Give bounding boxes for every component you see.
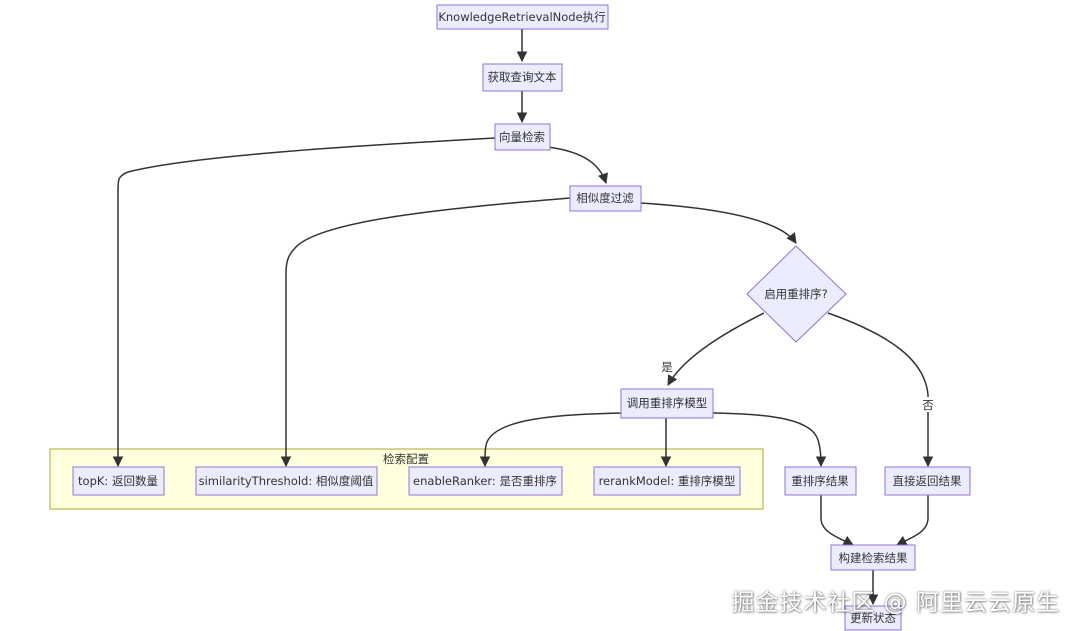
svg-text:enableRanker: 是否重排序: enableRanker: 是否重排序 — [413, 474, 557, 488]
edge-result-to-build — [820, 495, 854, 546]
edge-filter-to-decision — [639, 202, 797, 244]
svg-text:相似度过滤: 相似度过滤 — [576, 191, 634, 205]
node-enable-rerank-decision: 启用重排序? — [746, 245, 847, 343]
edge-search-to-filter — [547, 146, 608, 184]
node-knowledge-retrieval-start: KnowledgeRetrievalNode执行 — [436, 4, 609, 30]
svg-text:启用重排序?: 启用重排序? — [764, 287, 828, 301]
node-similarity-filter: 相似度过滤 — [569, 185, 642, 212]
node-direct-return: 直接返回结果 — [884, 466, 971, 496]
config-cluster-label: 检索配置 — [383, 452, 429, 466]
svg-text:更新状态: 更新状态 — [850, 611, 896, 625]
svg-text:是: 是 — [661, 360, 673, 374]
edges — [112, 29, 934, 606]
svg-text:重排序结果: 重排序结果 — [791, 474, 849, 488]
edge-rerank-to-result — [712, 412, 827, 468]
svg-text:获取查询文本: 获取查询文本 — [488, 70, 557, 84]
svg-text:调用重排序模型: 调用重排序模型 — [627, 396, 708, 410]
node-cfg-topk: topK: 返回数量 — [72, 466, 165, 496]
edge-filter-to-threshold — [280, 197, 571, 468]
edge-decision-to-rerank — [667, 312, 765, 386]
svg-text:rerankModel: 重排序模型: rerankModel: 重排序模型 — [599, 474, 736, 488]
edge-rerank-to-enableranker — [479, 412, 628, 468]
edge-direct-to-build — [896, 495, 929, 546]
node-vector-search: 向量检索 — [494, 123, 551, 151]
watermark-text: 掘金技术社区 @ 阿里云云原生 — [731, 590, 1060, 616]
svg-text:similarityThreshold: 相似度阈值: similarityThreshold: 相似度阈值 — [199, 474, 374, 488]
svg-text:KnowledgeRetrievalNode执行: KnowledgeRetrievalNode执行 — [438, 10, 605, 24]
edge-label-no: 否 — [920, 397, 936, 412]
svg-text:topK: 返回数量: topK: 返回数量 — [78, 474, 158, 488]
node-get-query: 获取查询文本 — [482, 63, 563, 92]
node-rerank-result: 重排序结果 — [784, 466, 857, 496]
node-cfg-similarity-threshold: similarityThreshold: 相似度阈值 — [195, 466, 378, 496]
edge-label-yes: 是 — [659, 359, 675, 374]
svg-text:构建检索结果: 构建检索结果 — [839, 551, 908, 565]
node-build-result: 构建检索结果 — [830, 544, 916, 571]
svg-text:直接返回结果: 直接返回结果 — [893, 474, 962, 488]
svg-text:否: 否 — [922, 398, 934, 412]
node-call-rerank-model: 调用重排序模型 — [620, 388, 714, 419]
edge-search-to-topk — [112, 137, 496, 468]
node-cfg-rerank-model: rerankModel: 重排序模型 — [593, 466, 741, 496]
svg-text:向量检索: 向量检索 — [499, 130, 545, 144]
node-cfg-enable-ranker: enableRanker: 是否重排序 — [408, 466, 563, 496]
edge-decision-to-direct — [827, 312, 934, 468]
node-update-state: 更新状态 — [844, 605, 902, 631]
